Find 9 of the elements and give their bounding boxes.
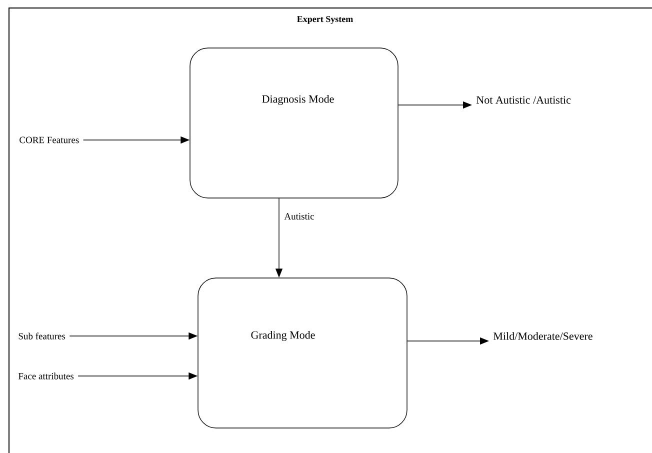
text-label: Sub features [18, 332, 66, 340]
text-label: Face attributes [18, 372, 74, 380]
process-box: Diagnosis Mode [190, 48, 398, 198]
text-label: CORE Features [20, 136, 79, 144]
text-label: Mild/Moderate/Severe [494, 332, 592, 340]
edge-label: Autistic [283, 212, 316, 221]
title: Expert System [297, 16, 353, 24]
process-box: Grading Mode [198, 278, 408, 428]
text-label: Not Autistic /Autistic [476, 96, 571, 104]
